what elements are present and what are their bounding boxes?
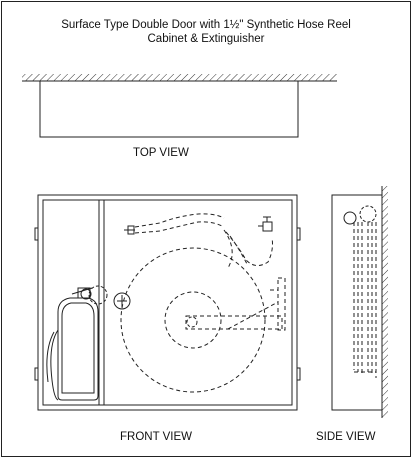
hinge-right-bottom — [296, 367, 301, 381]
hinge-right-top — [296, 227, 301, 241]
title-line-1: Surface Type Double Door with 1½" Synthe… — [61, 19, 351, 31]
title-line-2: Cabinet & Extinguisher — [147, 33, 265, 45]
label-top-view: TOP VIEW — [133, 147, 189, 159]
top-view-drawing — [22, 74, 337, 138]
reel-arm — [185, 277, 286, 331]
valve-wheel-icon — [113, 292, 131, 310]
label-front-view: FRONT VIEW — [120, 431, 192, 443]
extinguisher-icon — [46, 287, 99, 401]
top-wall-hatch — [22, 74, 337, 81]
hinge-left-top — [34, 227, 39, 241]
hinge-left-bottom — [34, 367, 39, 381]
cabinet-inner-frame — [42, 199, 293, 406]
drawing-title: Surface Type Double Door with 1½" Synthe… — [0, 18, 412, 46]
front-view-drawing — [34, 194, 301, 411]
top-view-cabinet — [39, 80, 299, 138]
label-side-view: SIDE VIEW — [316, 431, 376, 443]
cabinet-outer-frame — [37, 194, 298, 411]
side-wall-hatch — [382, 186, 388, 418]
side-view-cabinet — [331, 194, 383, 411]
hose-reel-icon — [120, 229, 266, 393]
side-view-drawing — [331, 186, 388, 418]
valve-dashed-icon — [88, 285, 108, 305]
valve-icon — [258, 216, 273, 232]
hose-nozzle-icon — [134, 213, 273, 267]
